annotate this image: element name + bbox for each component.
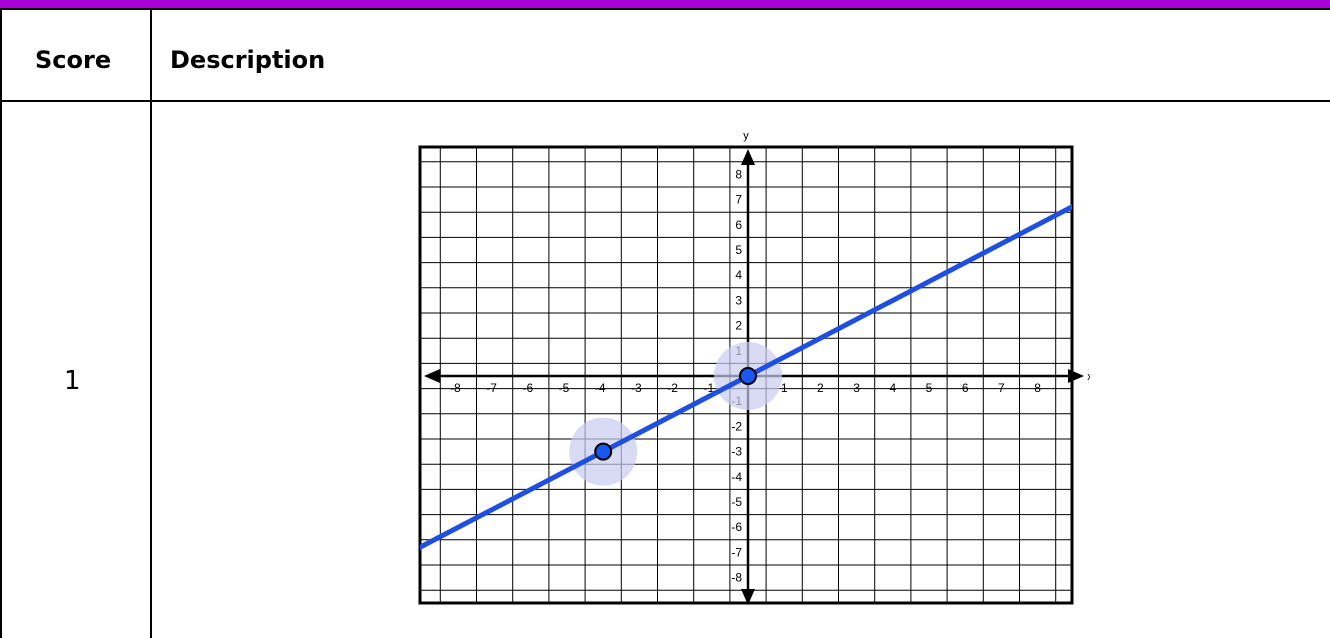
x-tick-label: -4	[595, 381, 606, 395]
x-tick-label: 8	[1034, 381, 1041, 395]
x-tick-label: -6	[522, 381, 533, 395]
y-tick-label: 7	[735, 193, 742, 207]
x-tick-label: 1	[781, 381, 788, 395]
x-axis-right-arrow	[1068, 369, 1084, 383]
y-tick-label: 5	[735, 243, 742, 257]
x-tick-label: -3	[631, 381, 642, 395]
y-tick-label: 3	[735, 293, 742, 307]
x-tick-label: -8	[450, 381, 461, 395]
header-row-divider	[0, 100, 1330, 102]
y-tick-label: -6	[731, 520, 742, 534]
x-tick-label: -2	[667, 381, 678, 395]
score-column-header: Score	[35, 46, 112, 74]
y-tick-label: -2	[731, 419, 742, 433]
scoring-table: Score Description 1	[0, 10, 1330, 638]
y-tick-label: 6	[735, 218, 742, 232]
y-axis-label: y	[743, 130, 749, 142]
x-tick-label: 4	[889, 381, 896, 395]
y-tick-label: -4	[731, 470, 742, 484]
x-axis-label: x	[1087, 371, 1090, 383]
column-divider	[150, 10, 152, 638]
x-tick-label: -5	[559, 381, 570, 395]
y-tick-label: -7	[731, 545, 742, 559]
y-tick-label: 8	[735, 167, 742, 181]
y-axis-bottom-arrow	[741, 589, 755, 605]
y-tick-label: 4	[735, 268, 742, 282]
description-column-header: Description	[170, 46, 326, 74]
x-tick-label: -1	[703, 381, 714, 395]
plotted-point	[739, 367, 757, 385]
coordinate-graph: -8-7-6-5-4-3-2-11234567887654321-1-2-3-4…	[418, 130, 1090, 605]
score-value: 1	[64, 366, 81, 396]
x-tick-label: -7	[486, 381, 497, 395]
x-tick-label: 2	[817, 381, 824, 395]
header-color-bar	[0, 0, 1330, 10]
y-tick-label: -3	[731, 445, 742, 459]
x-axis-left-arrow	[424, 369, 440, 383]
x-tick-label: 7	[998, 381, 1005, 395]
y-tick-label: -8	[731, 571, 742, 585]
x-tick-label: 3	[853, 381, 860, 395]
x-tick-label: 6	[962, 381, 969, 395]
y-tick-label: 2	[735, 319, 742, 333]
y-axis-top-arrow	[741, 149, 755, 165]
x-tick-label: 5	[926, 381, 933, 395]
table-left-border	[0, 10, 2, 638]
plotted-point	[594, 442, 613, 461]
y-tick-label: -5	[731, 495, 742, 509]
